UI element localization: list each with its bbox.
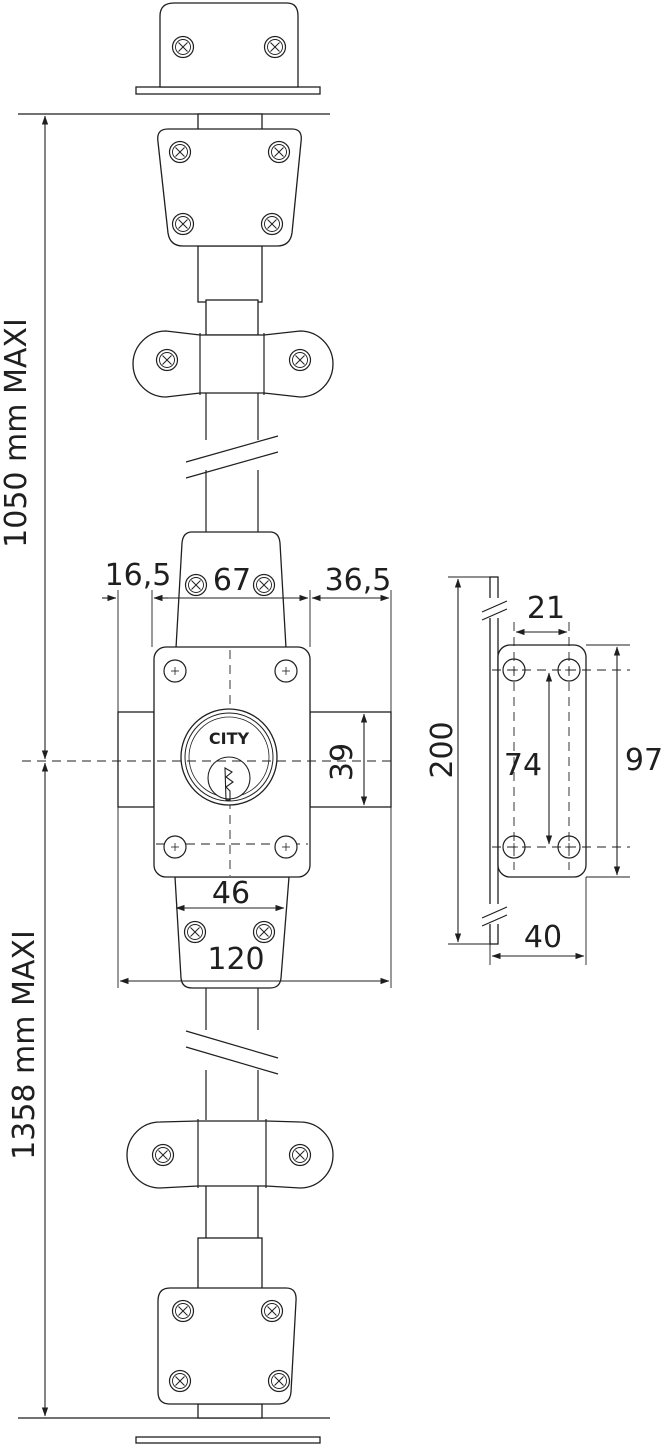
screw-icon — [288, 1143, 312, 1167]
bottom-bracket — [126, 1119, 334, 1189]
top-rod — [185, 299, 279, 535]
right-bolt — [309, 711, 392, 808]
screw-icon — [155, 348, 179, 372]
top-rod-guide — [157, 113, 302, 303]
screw-icon — [151, 1143, 175, 1167]
screw-icon — [288, 348, 312, 372]
screw-icon — [184, 573, 208, 597]
bottom-keeper-plate — [135, 1436, 321, 1444]
screw-icon — [267, 140, 291, 164]
brand-logo: CITY — [209, 729, 250, 748]
dim-74-label: 74 — [504, 748, 542, 783]
side-view-dimensions: 200 21 74 97 40 — [425, 576, 662, 965]
dim-200-label: 200 — [425, 721, 460, 778]
fixing-hole-icon — [274, 835, 298, 859]
bolt-height-dimension: 39 — [325, 713, 368, 806]
top-keeper — [135, 2, 321, 95]
vertical-length-dimensions: 1050 mm MAXI 1358 mm MAXI — [0, 115, 49, 1417]
dim-16-5-label: 16,5 — [105, 558, 172, 593]
screw-icon — [252, 920, 276, 944]
dim-46-label: 46 — [212, 876, 250, 911]
screw-icon — [260, 1299, 284, 1323]
dim-40-label: 40 — [524, 920, 562, 955]
bottom-rod-guide — [157, 1287, 297, 1419]
screw-icon — [171, 1299, 195, 1323]
top-width-dimensions: 16,5 67 36,5 — [102, 558, 392, 712]
screw-icon — [263, 35, 287, 59]
screw-icon — [171, 212, 195, 236]
bottom-length-label: 1358 mm MAXI — [7, 930, 42, 1160]
lock-case: CITY — [153, 646, 311, 878]
screw-icon — [260, 212, 284, 236]
fixing-hole-icon — [163, 659, 187, 683]
screw-icon — [252, 573, 276, 597]
top-length-label: 1050 mm MAXI — [0, 318, 34, 548]
strike-plate-side-view — [481, 576, 630, 945]
fixing-hole-icon — [274, 659, 298, 683]
left-bolt — [117, 711, 155, 808]
dim-97-label: 97 — [625, 743, 662, 778]
screw-icon — [168, 140, 192, 164]
dim-67-label: 67 — [213, 563, 251, 598]
lock-cylinder-icon — [180, 708, 278, 806]
top-bracket — [132, 330, 334, 398]
screw-icon — [267, 1369, 291, 1393]
screw-icon — [171, 35, 195, 59]
screw-icon — [183, 920, 207, 944]
dim-120-label: 120 — [207, 942, 264, 977]
fixing-hole-icon — [163, 835, 187, 859]
dim-39-label: 39 — [325, 743, 360, 781]
dim-21-label: 21 — [527, 591, 565, 626]
bottom-width-dimensions: 46 120 — [117, 807, 392, 988]
dim-36-5-label: 36,5 — [325, 563, 392, 598]
screw-icon — [168, 1369, 192, 1393]
